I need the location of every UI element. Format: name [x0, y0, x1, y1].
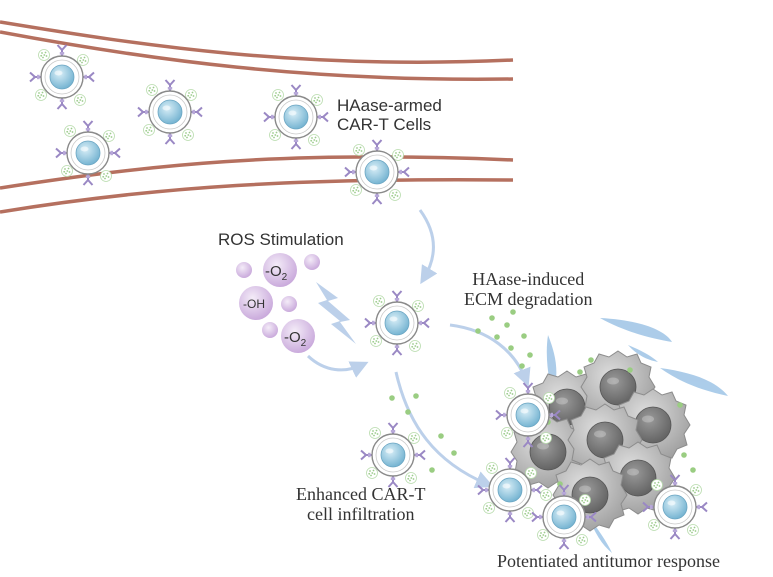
- ecm-fiber-3: [660, 368, 728, 396]
- car-t-cell-icon: [30, 45, 94, 109]
- extravasation-arrow: [418, 209, 438, 285]
- ros-to-cart-arrow: [306, 354, 369, 378]
- ecm-degradation-label: HAase-induced ECM degradation: [464, 269, 593, 310]
- ecm-fiber-2: [600, 318, 672, 342]
- lightning-icon: [316, 282, 356, 344]
- infiltration-label: Enhanced CAR-T cell infiltration: [296, 484, 426, 525]
- ros-stimulation-label: ROS Stimulation: [218, 230, 344, 249]
- ecm-fiber-6: [628, 345, 658, 362]
- ros-species: -O2 -OH -O2: [236, 253, 356, 353]
- car-t-cell-icon: [138, 80, 202, 144]
- car-t-cell-icon: [496, 383, 560, 447]
- car-t-cells-label: HAase-armed CAR-T Cells: [337, 96, 442, 135]
- car-t-cell-icon: [345, 140, 409, 204]
- ecm-degradation-dots: [389, 309, 696, 496]
- car-t-cell-icon: [264, 85, 328, 149]
- car-t-cell-icon: [532, 485, 596, 549]
- car-t-cell-icon: [361, 423, 425, 487]
- superoxide-label-2: -O2: [284, 329, 307, 349]
- to-tumor-arrow-1: [449, 323, 531, 387]
- superoxide-label-1: -O2: [265, 263, 288, 283]
- hydroxyl-label: -OH: [243, 297, 265, 311]
- car-t-cell-icon: [643, 475, 707, 539]
- flow-arrows: [306, 209, 531, 489]
- antitumor-response-label: Potentiated antitumor response: [497, 551, 720, 571]
- car-t-cell-icon: [56, 121, 120, 185]
- blood-vessel: [0, 20, 514, 214]
- to-tumor-arrow-2: [394, 371, 494, 489]
- car-t-cell-icon: [365, 291, 429, 355]
